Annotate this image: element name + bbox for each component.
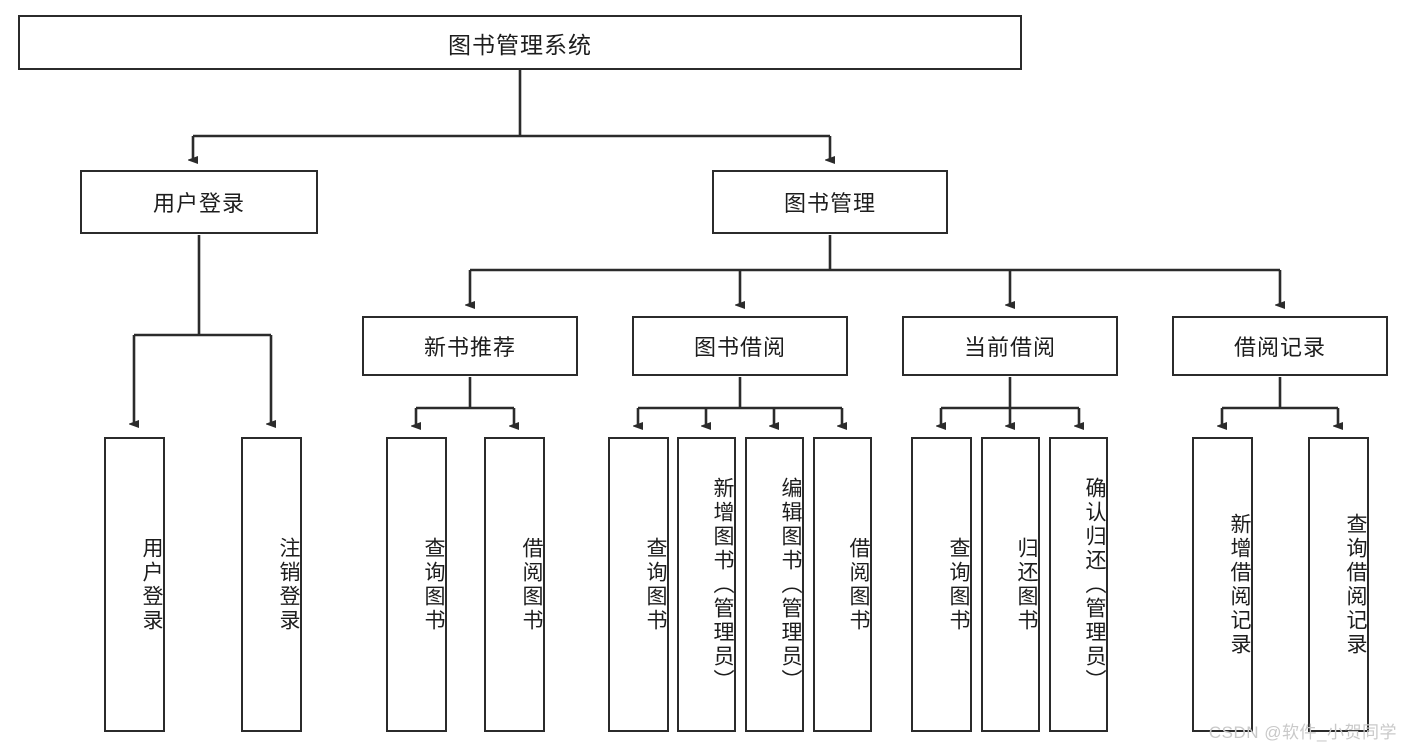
- node-new-book-recommend-label: 新书推荐: [423, 335, 516, 360]
- leaf-label: 借阅图书: [847, 536, 870, 633]
- leaf-user-login-logout[interactable]: 注销登录: [241, 437, 302, 732]
- leaf-label: 用户登录: [140, 536, 163, 633]
- leaf-label: 查询借阅记录: [1344, 512, 1367, 657]
- leaf-borrow-record-add[interactable]: 新增借阅记录: [1192, 437, 1253, 732]
- leaf-current-borrow-return[interactable]: 归还图书: [981, 437, 1040, 732]
- leaf-label: 查询图书: [947, 536, 970, 633]
- leaf-book-borrow-query[interactable]: 查询图书: [608, 437, 669, 732]
- leaf-book-borrow-edit[interactable]: 编辑图书（管理员）: [745, 437, 804, 732]
- leaf-label: 新增借阅记录: [1228, 512, 1251, 657]
- leaf-label: 新增图书（管理员）: [711, 476, 734, 693]
- node-book-borrow[interactable]: 图书借阅: [632, 316, 848, 376]
- leaf-book-borrow-lend[interactable]: 借阅图书: [813, 437, 872, 732]
- node-new-book-recommend[interactable]: 新书推荐: [362, 316, 578, 376]
- node-current-borrow-label: 当前借阅: [963, 335, 1056, 360]
- node-borrow-record[interactable]: 借阅记录: [1172, 316, 1388, 376]
- csdn-watermark: CSDN @软件_小贺同学: [1208, 723, 1397, 742]
- leaf-label: 归还图书: [1015, 536, 1038, 633]
- leaf-label: 查询图书: [422, 536, 445, 633]
- node-current-borrow[interactable]: 当前借阅: [902, 316, 1118, 376]
- leaf-new-book-borrow[interactable]: 借阅图书: [484, 437, 545, 732]
- node-book-management[interactable]: 图书管理: [712, 170, 948, 234]
- leaf-borrow-record-query[interactable]: 查询借阅记录: [1308, 437, 1369, 732]
- node-root-label: 图书管理系统: [448, 31, 592, 58]
- leaf-label: 查询图书: [644, 536, 667, 633]
- leaf-new-book-query[interactable]: 查询图书: [386, 437, 447, 732]
- leaf-book-borrow-add[interactable]: 新增图书（管理员）: [677, 437, 736, 732]
- node-user-login[interactable]: 用户登录: [80, 170, 318, 234]
- leaf-label: 借阅图书: [520, 536, 543, 633]
- node-book-management-label: 图书管理: [783, 191, 876, 216]
- leaf-current-borrow-query[interactable]: 查询图书: [911, 437, 972, 732]
- leaf-label: 编辑图书（管理员）: [779, 476, 802, 693]
- leaf-label: 注销登录: [277, 536, 300, 633]
- leaf-label: 确认归还（管理员）: [1083, 476, 1106, 693]
- node-user-login-label: 用户登录: [152, 191, 245, 216]
- leaf-user-login-login[interactable]: 用户登录: [104, 437, 165, 732]
- leaf-current-borrow-confirm[interactable]: 确认归还（管理员）: [1049, 437, 1108, 732]
- node-root[interactable]: 图书管理系统: [18, 15, 1022, 70]
- node-book-borrow-label: 图书借阅: [693, 335, 786, 360]
- node-borrow-record-label: 借阅记录: [1233, 335, 1326, 360]
